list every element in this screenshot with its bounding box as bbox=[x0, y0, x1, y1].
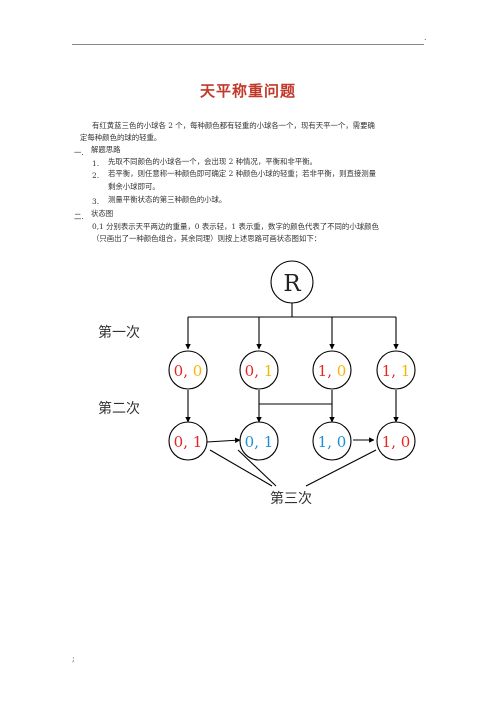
intro-line-2: 定每种颜色的球的轻重。 bbox=[80, 133, 162, 142]
step-3-number: 3. bbox=[92, 197, 100, 206]
step-2-text-line-1: 若平衡，则任意称一种颜色即可确定 2 种颜色小球的轻重；若非平衡，则直接测量 bbox=[108, 169, 377, 178]
header-rule bbox=[72, 44, 424, 45]
second-weigh-node-4: 1, 0 bbox=[376, 421, 416, 461]
second-weigh-node-3-a: 1 bbox=[318, 433, 328, 451]
first-weigh-node-3-b: 0 bbox=[337, 362, 347, 380]
second-weigh-node-2-label: 0, 1 bbox=[245, 433, 274, 451]
first-weigh-node-3-a: 1 bbox=[318, 362, 328, 380]
first-weigh-node-4: 1, 1 bbox=[376, 350, 416, 390]
second-weigh-label: 第二次 bbox=[98, 400, 140, 417]
first-weigh-node-4-circle bbox=[376, 350, 416, 390]
second-weigh-node-4-sep: , bbox=[391, 433, 401, 451]
third-left-1-edge bbox=[209, 449, 273, 487]
second-weigh-node-2-circle bbox=[239, 421, 279, 461]
first-weigh-node-4-label: 1, 1 bbox=[382, 362, 411, 380]
first-weigh-label: 第一次 bbox=[98, 324, 140, 341]
section-1-heading: 解题思路 bbox=[91, 145, 121, 154]
first-weigh-node-2-a: 0 bbox=[245, 362, 255, 380]
second-weigh-node-1-label: 0, 1 bbox=[174, 433, 203, 451]
second-weigh-node-3-b: 0 bbox=[337, 433, 347, 451]
first-weigh-node-1: 0, 0 bbox=[168, 350, 208, 390]
header-mark: . bbox=[424, 33, 427, 42]
first-weigh-node-3-circle bbox=[312, 350, 352, 390]
first-weigh-node-1-circle bbox=[168, 350, 208, 390]
third-right-edge bbox=[305, 449, 377, 487]
second-weigh-node-1-b: 1 bbox=[193, 433, 203, 451]
second-weigh-node-4-label: 1, 0 bbox=[382, 433, 411, 451]
second-weigh-node-3: 1, 0 bbox=[312, 421, 352, 461]
second-weigh-node-1-a: 0 bbox=[174, 433, 184, 451]
section-2-number: 二. bbox=[74, 212, 84, 221]
root-node: R bbox=[270, 260, 314, 304]
diagram-edges bbox=[185, 303, 399, 487]
first-weigh-node-1-b: 0 bbox=[193, 362, 203, 380]
third-weigh-label: 第三次 bbox=[270, 490, 312, 507]
section-2-heading: 状态图 bbox=[91, 209, 114, 218]
second-weigh-node-2: 0, 1 bbox=[239, 421, 279, 461]
second-weigh-node-2-b: 1 bbox=[264, 433, 274, 451]
first-weigh-node-4-b: 1 bbox=[401, 362, 411, 380]
first-weigh-node-1-label: 0, 0 bbox=[174, 362, 203, 380]
second-weigh-node-1: 0, 1 bbox=[168, 421, 208, 461]
second-weigh-node-3-label: 1, 0 bbox=[318, 433, 347, 451]
first-weigh-node-1-sep: , bbox=[183, 362, 193, 380]
root-label: R bbox=[283, 271, 301, 297]
first-weigh-node-4-a: 1 bbox=[382, 362, 392, 380]
first-weigh-node-2-sep: , bbox=[254, 362, 264, 380]
second-weigh-node-3-sep: , bbox=[327, 433, 337, 451]
second-weigh-node-4-circle bbox=[376, 421, 416, 461]
first-weigh-node-2: 0, 1 bbox=[239, 350, 279, 390]
red-01-to-blue-01-edge bbox=[206, 437, 241, 444]
footer-mark: ; bbox=[72, 654, 75, 663]
first-weigh-node-3-sep: , bbox=[327, 362, 337, 380]
first-weigh-node-2-label: 0, 1 bbox=[245, 362, 274, 380]
first-weigh-node-3: 1, 0 bbox=[312, 350, 352, 390]
intro-line-1: 有红黄蓝三色的小球各 2 个，每种颜色都有轻重的小球各一个，现有天平一个，需要确 bbox=[92, 121, 375, 130]
second-weigh-node-4-b: 0 bbox=[401, 433, 411, 451]
step-1-number: 1. bbox=[92, 159, 100, 168]
step-3-text: 测量平衡状态的第三种颜色的小球。 bbox=[108, 195, 227, 204]
step-1-text: 先取不同颜色的小球各一个，会出现 2 种情况，平衡和非平衡。 bbox=[108, 157, 317, 166]
document-title: 天平称重问题 bbox=[199, 82, 296, 100]
diagram-desc-line-2: （只画出了一种颜色组合，其余同理）则按上述思路可画状态图如下： bbox=[92, 234, 322, 243]
step-2-text-line-2: 剩余小球即可。 bbox=[108, 182, 160, 191]
diagram-desc-line-1: 0,1 分别表示天平两边的重量，0 表示轻，1 表示重，数字的颜色代表了不同的小… bbox=[92, 222, 379, 231]
first-weigh-node-3-label: 1, 0 bbox=[318, 362, 347, 380]
step-2-number: 2. bbox=[92, 171, 100, 180]
second-weigh-node-2-a: 0 bbox=[245, 433, 255, 451]
first-weigh-node-4-sep: , bbox=[391, 362, 401, 380]
section-1-number: 一. bbox=[74, 148, 84, 157]
first-weigh-node-2-b: 1 bbox=[264, 362, 274, 380]
second-weigh-node-2-sep: , bbox=[254, 433, 264, 451]
second-weigh-node-1-circle bbox=[168, 421, 208, 461]
second-weigh-node-4-a: 1 bbox=[382, 433, 392, 451]
third-left-2-edge bbox=[237, 449, 277, 487]
first-weigh-node-2-circle bbox=[239, 350, 279, 390]
second-weigh-node-3-circle bbox=[312, 421, 352, 461]
second-weigh-node-1-sep: , bbox=[183, 433, 193, 451]
first-weigh-node-1-a: 0 bbox=[174, 362, 184, 380]
